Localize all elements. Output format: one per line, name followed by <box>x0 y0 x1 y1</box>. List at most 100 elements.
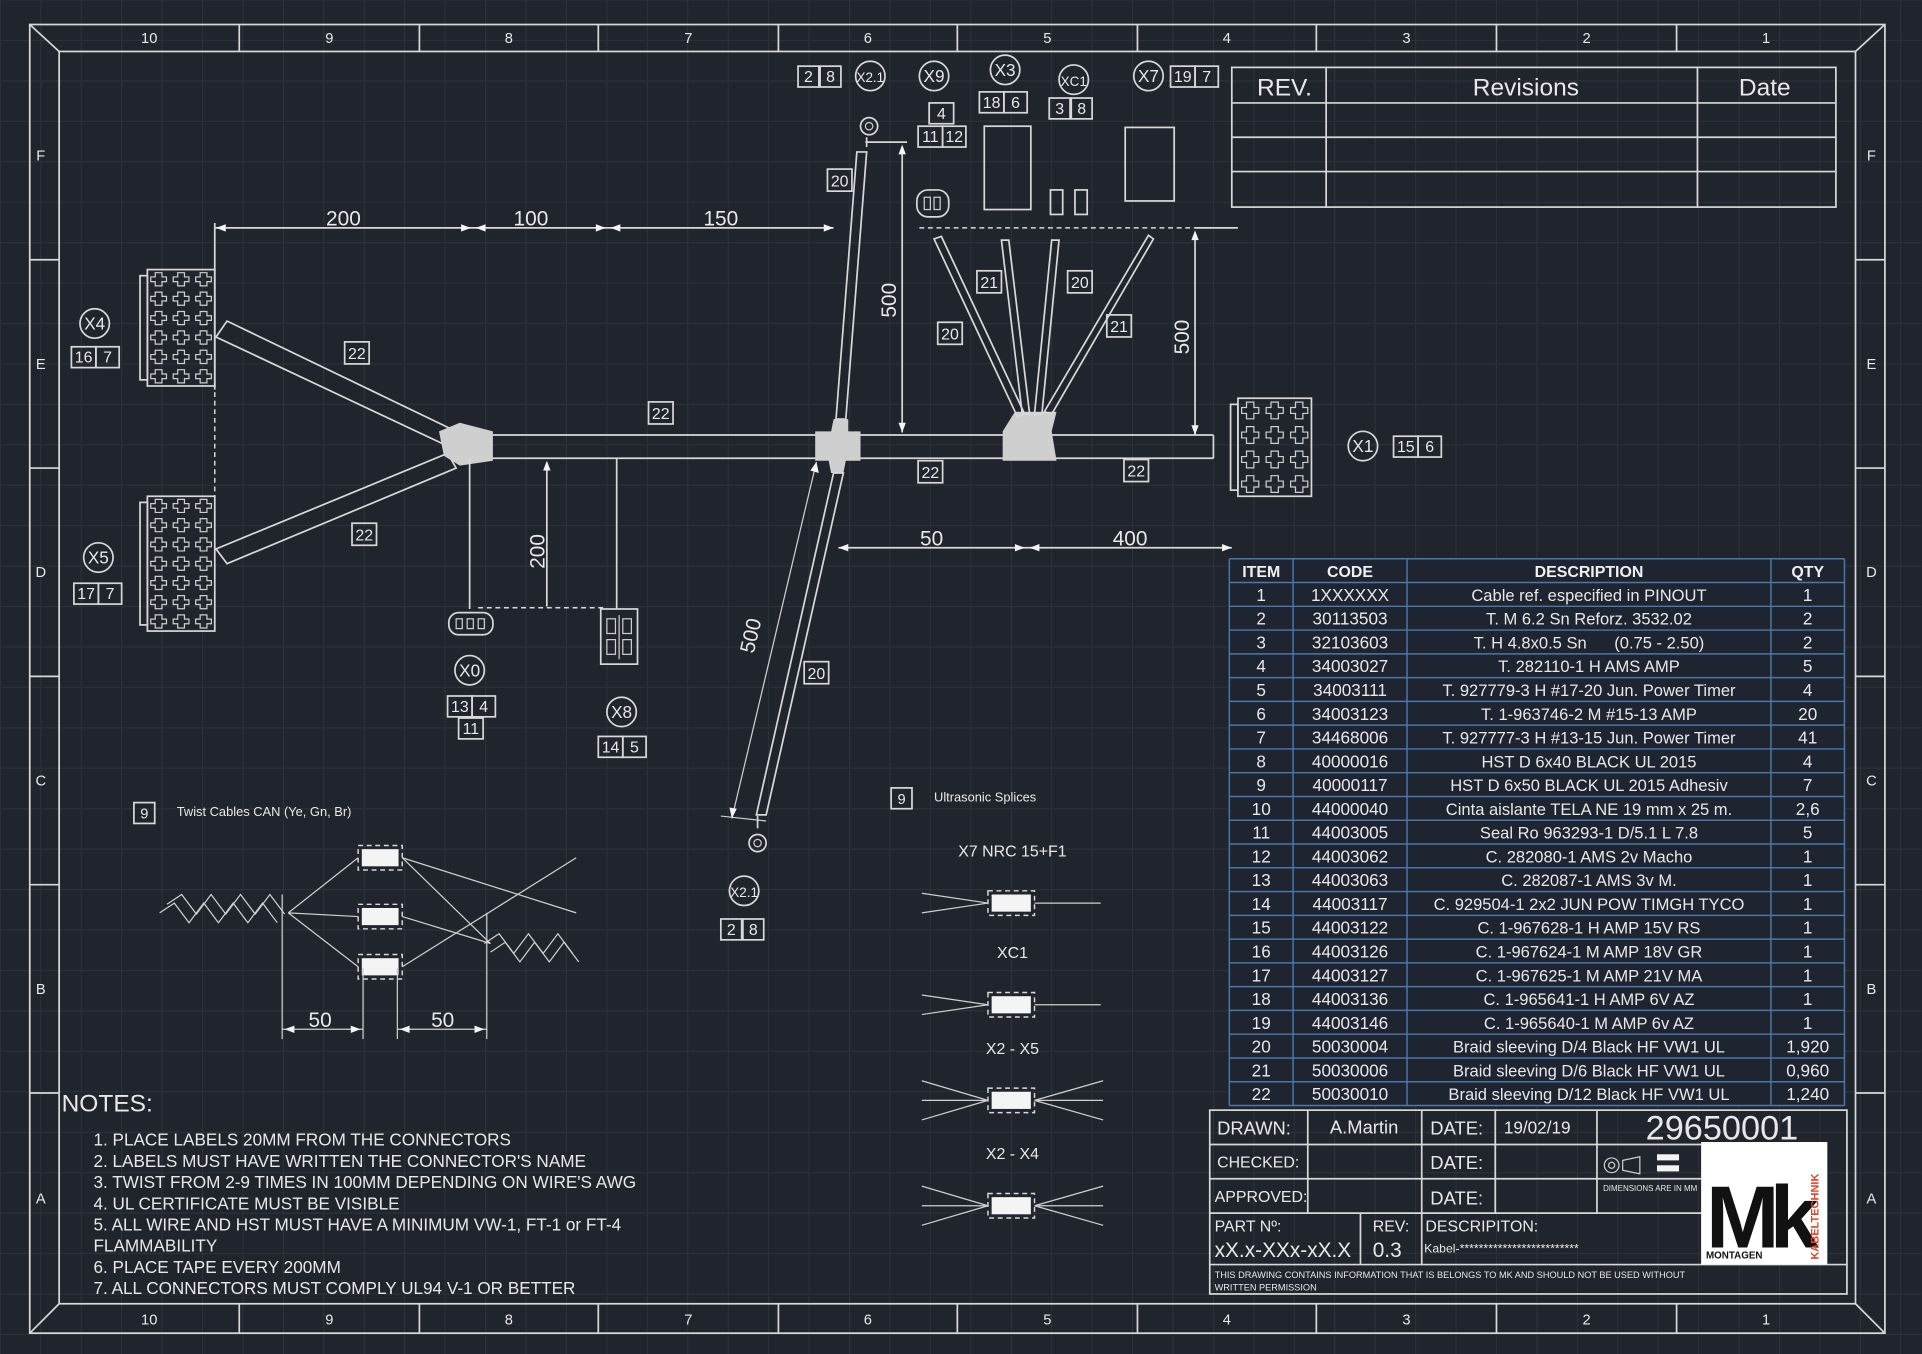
logo-kabeltechnik: KABELTECHNIK <box>1810 1174 1822 1260</box>
column-zone-top: 4 <box>1223 31 1231 47</box>
column-zone-bottom: 4 <box>1223 1313 1231 1329</box>
bom-cell-description: T. M 6.2 Sn Reforz. 3532.02 <box>1486 610 1692 629</box>
pin-count: 2 <box>727 922 736 939</box>
bom-cell-code: 40000016 <box>1312 751 1388 771</box>
bom-cell-code: 44003063 <box>1312 870 1388 890</box>
bom-cell-code: 44000040 <box>1312 799 1388 819</box>
column-zone-bottom: 7 <box>684 1313 692 1329</box>
pin-count: 16 <box>75 350 93 367</box>
bom-cell-qty: 4 <box>1803 680 1813 700</box>
bom-cell-item: 21 <box>1252 1060 1271 1080</box>
bom-cell-qty: 41 <box>1798 728 1817 748</box>
bom-header-description: DESCRIPTION <box>1535 564 1644 581</box>
item-tag: 22 <box>917 459 944 484</box>
company-logo: Mk MONTAGEN KABELTECHNIK <box>1701 1142 1829 1266</box>
twist-item-number: 9 <box>140 807 148 823</box>
dim-50-mid: 50 <box>920 527 943 550</box>
column-zone-top: 6 <box>864 31 872 47</box>
bom-cell-qty: 1 <box>1803 585 1813 605</box>
bom-cell-qty: 1,240 <box>1786 1084 1829 1104</box>
connector-name: X5 <box>88 548 109 568</box>
projection-symbol-icon <box>1603 1155 1641 1175</box>
top-dimension-chain: 200 100 150 <box>213 207 834 613</box>
pin-count: 17 <box>77 586 95 603</box>
bom-cell-item: 8 <box>1256 751 1266 771</box>
connector-name: X0 <box>459 660 480 680</box>
x1-connector <box>1229 397 1313 498</box>
dim-200-vertical: 200 <box>526 534 549 569</box>
column-zone-top: 5 <box>1043 31 1051 47</box>
bom-cell-description: T. 1-963746-2 M #15-13 AMP <box>1481 705 1697 724</box>
bom-cell-item: 4 <box>1256 656 1266 676</box>
bom-cell-item: 2 <box>1256 609 1266 629</box>
splice-label: Ultrasonic Splices <box>934 789 1036 804</box>
bom-cell-item: 12 <box>1252 846 1271 866</box>
part-label: PART Nº: <box>1215 1218 1282 1235</box>
item-tag: 22 <box>1123 458 1150 483</box>
bom-cell-item: 3 <box>1256 632 1266 652</box>
note-item: 7. ALL CONNECTORS MUST COMPLY UL94 V-1 O… <box>93 1278 575 1298</box>
x3-connector <box>983 125 1032 211</box>
date-label-drawn: DATE: <box>1430 1118 1483 1139</box>
bom-cell-item: 11 <box>1252 823 1270 843</box>
connector-name: X1 <box>1352 436 1373 456</box>
harness-trunk <box>214 319 1215 565</box>
pin-count: 2 <box>804 69 813 86</box>
x9-connector <box>916 189 950 218</box>
dim-100-top: 100 <box>514 207 549 230</box>
pin-count: 5 <box>630 739 639 756</box>
drawn-value: A.Martin <box>1330 1116 1398 1137</box>
branch-fanout-top: 500 <box>916 125 1238 435</box>
approved-label: APPROVED: <box>1215 1189 1308 1206</box>
item-number: 21 <box>980 275 998 292</box>
splice-item-number: 9 <box>897 792 905 808</box>
rev-header: REV. <box>1257 75 1312 102</box>
pin-count: 6 <box>1425 439 1434 456</box>
row-zone-right: F <box>1867 149 1876 165</box>
pin-count: 11 <box>922 129 939 146</box>
bom-cell-item: 1 <box>1256 585 1266 605</box>
rev-label: REV: <box>1373 1218 1410 1235</box>
row-zone-left: C <box>35 773 46 789</box>
bom-cell-description: C. 1-967624-1 M AMP 18V GR <box>1476 942 1703 961</box>
pin-count: 8 <box>1077 101 1086 118</box>
date-label-checked: DATE: <box>1430 1152 1483 1173</box>
revisions-header: Revisions <box>1473 75 1579 102</box>
bom-cell-item: 20 <box>1252 1037 1271 1057</box>
item-tag: 22 <box>647 401 674 425</box>
item-tag: 20 <box>803 660 830 685</box>
disclaimer-line2: WRITTEN PERMISSION <box>1215 1282 1317 1292</box>
bom-cell-code: 44003122 <box>1312 918 1388 938</box>
row-zone-right: B <box>1867 982 1877 998</box>
bom-cell-item: 17 <box>1252 965 1271 985</box>
connector-name: X7 <box>1138 66 1159 86</box>
bom-cell-qty: 2 <box>1803 609 1813 629</box>
bom-cell-item: 6 <box>1256 704 1266 724</box>
column-zone-top: 2 <box>1582 31 1590 47</box>
column-zone-bottom: 3 <box>1402 1313 1410 1329</box>
bom-cell-code: 34003111 <box>1313 680 1387 700</box>
bom-cell-item: 5 <box>1256 680 1266 700</box>
note-item: 6. PLACE TAPE EVERY 200MM <box>93 1257 340 1277</box>
item-number: 20 <box>831 173 849 190</box>
bom-cell-code: 44003127 <box>1312 965 1388 985</box>
bom-cell-item: 22 <box>1252 1084 1271 1104</box>
bom-header-item: ITEM <box>1242 564 1280 581</box>
xc1-terminal-a <box>1049 189 1064 216</box>
bom-cell-item: 15 <box>1252 918 1271 938</box>
x5-connector <box>139 495 216 632</box>
bom-cell-description: Braid sleeving D/4 Black HF VW1 UL <box>1453 1038 1725 1057</box>
description-value: Kabel-************************* <box>1424 1241 1579 1255</box>
date-header: Date <box>1739 75 1791 102</box>
bom-cell-qty: 1 <box>1803 918 1813 938</box>
